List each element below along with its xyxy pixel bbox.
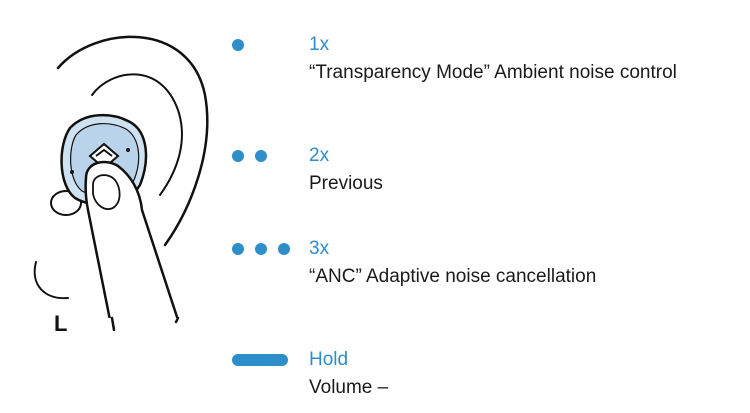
tap-dot-icon	[232, 150, 244, 162]
ear-inner-fold	[91, 73, 183, 196]
tap-dot-icon	[255, 243, 267, 255]
gesture-label: 2x	[309, 145, 330, 166]
gesture-label: 3x	[309, 238, 330, 259]
gesture-label: Hold	[309, 349, 349, 370]
fingernail	[92, 174, 121, 210]
hold-indicator	[230, 348, 300, 372]
earbud-dot	[126, 148, 130, 152]
side-label-left: L	[54, 311, 68, 336]
control-row-double-tap: 2x Previous	[230, 144, 750, 204]
control-row-single-tap: 1x “Transparency Mode” Ambient noise con…	[230, 33, 750, 93]
ear-outline	[56, 35, 209, 247]
tap-dot-icon	[255, 150, 267, 162]
ear-earbud-tap-illustration	[33, 35, 209, 358]
single-tap-indicator	[230, 33, 300, 57]
triple-tap-indicator	[230, 237, 300, 261]
control-row-triple-tap: 3x “ANC” Adaptive noise cancellation	[230, 237, 750, 297]
tap-dot-icon	[232, 243, 244, 255]
tap-dot-icon	[278, 243, 290, 255]
action-label: Volume –	[309, 377, 389, 398]
control-row-hold: Hold Volume –	[230, 348, 750, 408]
action-label: Previous	[309, 173, 383, 194]
ear-lobe-outline	[33, 261, 69, 300]
tap-dot-icon	[232, 39, 244, 51]
action-label: “ANC” Adaptive noise cancellation	[309, 266, 597, 287]
double-tap-indicator	[230, 144, 300, 168]
hold-bar-icon	[232, 354, 288, 366]
earbud-dot	[70, 170, 74, 174]
gesture-label: 1x	[309, 34, 330, 55]
action-label: “Transparency Mode” Ambient noise contro…	[309, 62, 677, 83]
